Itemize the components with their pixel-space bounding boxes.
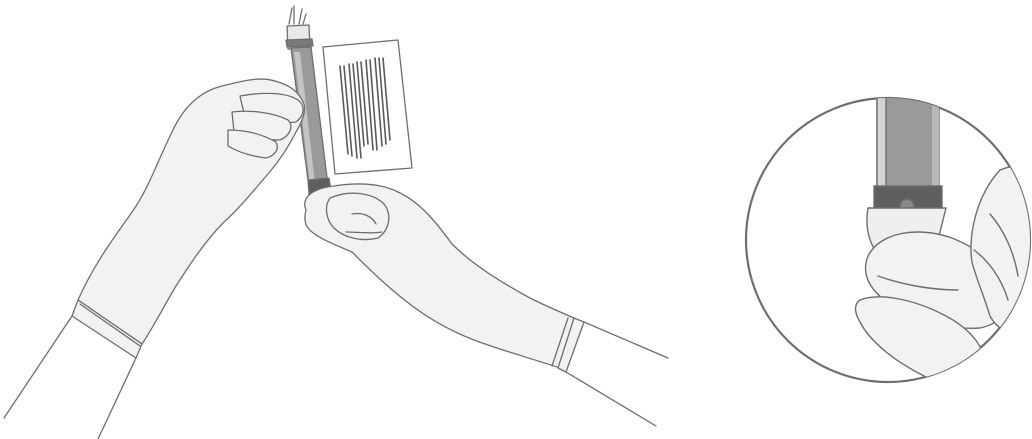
left-glove bbox=[4, 79, 305, 439]
barcode-label bbox=[323, 40, 412, 174]
left-scene bbox=[4, 6, 668, 439]
right-glove bbox=[305, 184, 668, 426]
magnified-detail bbox=[746, 80, 1032, 384]
